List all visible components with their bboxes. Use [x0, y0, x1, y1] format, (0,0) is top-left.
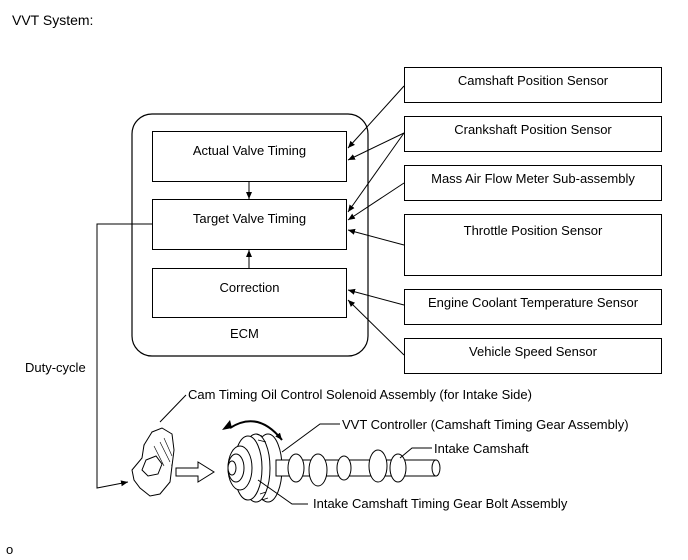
leader-bolt [257, 479, 308, 505]
camshaft-drawing [275, 449, 441, 487]
actual-valve-timing-box: Actual Valve Timing [152, 131, 347, 182]
arrow-maf-sensor [347, 182, 405, 221]
leader-ocv [159, 394, 187, 423]
crankshaft-position-sensor-box: Crankshaft Position Sensor [404, 116, 662, 152]
mass-air-flow-meter-box: Mass Air Flow Meter Sub-assembly [404, 165, 662, 201]
footnote-mark: o [6, 542, 14, 557]
hollow-arrow [175, 461, 215, 483]
target-valve-timing-box: Target Valve Timing [152, 199, 347, 250]
camshaft-position-sensor-box: Camshaft Position Sensor [404, 67, 662, 103]
arrow-ect-sensor [347, 288, 405, 306]
timing-gear-bolt-label: Intake Camshaft Timing Gear Bolt Assembl… [313, 496, 568, 511]
arrow-crank-sensor-target [347, 132, 405, 213]
diagram-title: VVT System: [12, 12, 94, 28]
arrow-crank-sensor-actual [347, 132, 405, 161]
ocv-solenoid-drawing [131, 427, 175, 497]
arrow-vss-sensor [347, 299, 405, 356]
ecm-label: ECM [230, 326, 259, 341]
rotation-arrow [229, 420, 283, 441]
ocv-label: Cam Timing Oil Control Solenoid Assembly… [188, 387, 532, 402]
leader-camshaft [399, 447, 432, 459]
vvt-controller-label: VVT Controller (Camshaft Timing Gear Ass… [342, 417, 629, 432]
intake-camshaft-label: Intake Camshaft [434, 441, 529, 456]
arrow-throttle-sensor [347, 228, 405, 246]
throttle-position-sensor-box: Throttle Position Sensor [404, 214, 662, 276]
duty-cycle-label: Duty-cycle [25, 360, 86, 375]
correction-box: Correction [152, 268, 347, 318]
duty-cycle-line [96, 223, 152, 489]
vvt-controller-drawing [227, 433, 283, 503]
engine-coolant-temp-sensor-box: Engine Coolant Temperature Sensor [404, 289, 662, 325]
vehicle-speed-sensor-box: Vehicle Speed Sensor [404, 338, 662, 374]
leader-vvt-controller [281, 423, 340, 453]
arrow-camshaft-sensor [347, 85, 405, 149]
